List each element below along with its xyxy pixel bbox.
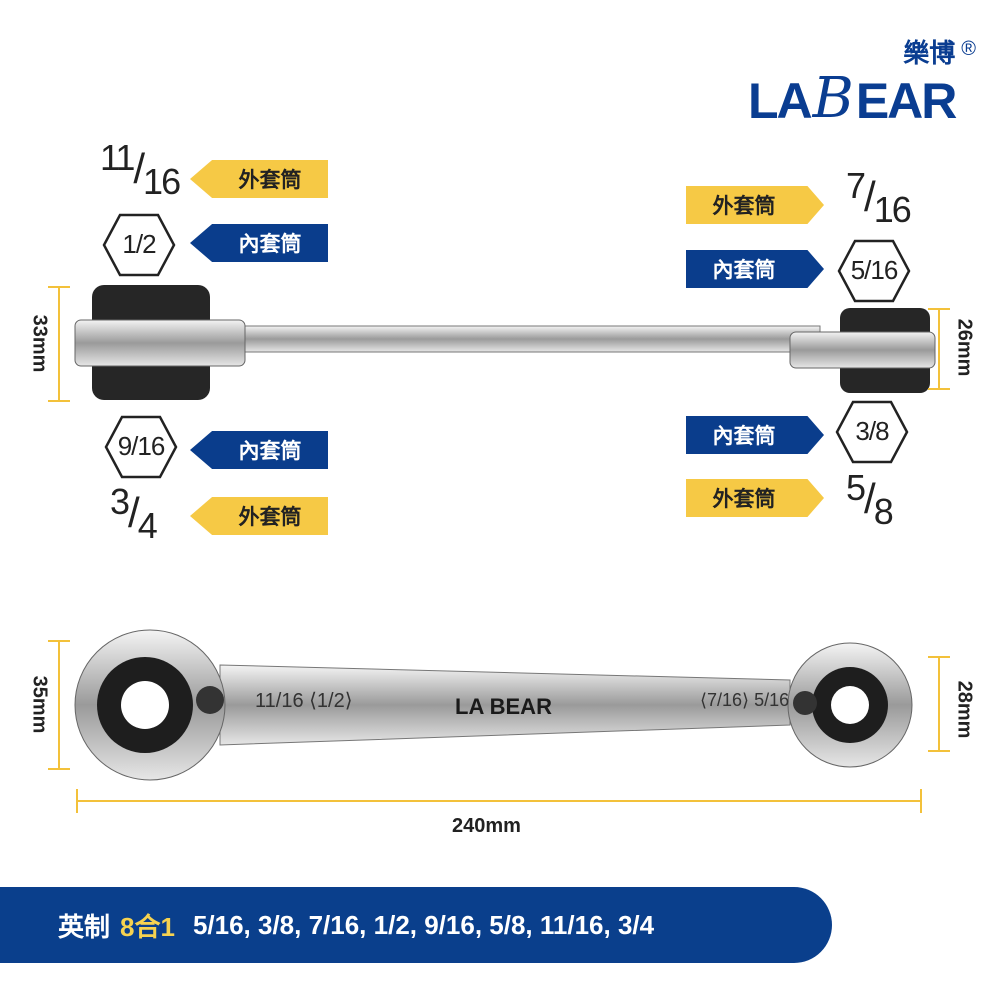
wrench-front-view [74, 629, 913, 781]
dimension-line [48, 286, 70, 402]
numerator: 5 [846, 467, 866, 508]
dim-26mm: 26mm [953, 318, 976, 377]
inner-socket-tag: 內套筒 [190, 224, 328, 262]
engraving-right: ⟨7/16⟩ 5/16 [700, 690, 790, 710]
denominator: 8 [875, 416, 890, 446]
dim-240mm: 240mm [452, 815, 521, 837]
denominator: 16 [137, 431, 165, 461]
engraving-brand: LA BEAR [455, 694, 552, 719]
size-3-4: 3/4 [110, 481, 158, 546]
denominator: 16 [873, 189, 912, 230]
denominator: 16 [143, 161, 181, 202]
size-7-16: 7/16 [846, 165, 912, 230]
denominator: 2 [142, 229, 157, 259]
hex-size-3-8: 3/8 [835, 400, 909, 464]
numerator: 11 [100, 137, 135, 178]
logo-ear: EAR [855, 73, 958, 129]
banner-prefix: 英制 [58, 911, 111, 942]
inner-socket-tag: 內套筒 [190, 431, 328, 469]
outer-socket-tag: 外套筒 [190, 160, 328, 198]
labear-logo: 樂博 ® LA B EAR [748, 38, 976, 128]
numerator: 3 [855, 416, 870, 446]
dim-28mm: 28mm [953, 680, 976, 739]
denominator: 4 [137, 505, 158, 546]
size-banner: 英制 8合1 5/16, 3/8, 7/16, 1/2, 9/16, 5/8, … [0, 887, 832, 963]
numerator: 1 [122, 229, 137, 259]
dimension-line [928, 308, 950, 390]
size-5-8: 5/8 [846, 467, 894, 532]
banner-highlight: 8合1 [120, 911, 175, 942]
numerator: 3 [110, 481, 130, 522]
inner-socket-tag: 內套筒 [686, 250, 824, 288]
hex-size-5-16: 5/16 [837, 239, 911, 303]
numerator: 7 [846, 165, 866, 206]
hex-size-1-2: 1/2 [102, 213, 176, 277]
dimension-line [928, 656, 950, 752]
numerator: 5 [850, 255, 866, 285]
registered-mark: ® [961, 38, 976, 60]
length-line [76, 800, 922, 802]
outer-socket-tag: 外套筒 [686, 186, 824, 224]
inner-socket-tag: 內套筒 [686, 416, 824, 454]
logo-b: B [812, 66, 854, 131]
wrench-side-view [74, 285, 936, 400]
denominator: 8 [873, 491, 894, 532]
banner-sizes: 5/16, 3/8, 7/16, 1/2, 9/16, 5/8, 11/16, … [192, 909, 655, 940]
dim-35mm: 35mm [28, 675, 51, 734]
hex-size-9-16: 9/16 [104, 415, 178, 479]
length-tick [920, 789, 922, 813]
length-tick [76, 789, 78, 813]
engraving-left: 11/16 ⟨1/2⟩ [255, 690, 353, 712]
numerator: 9 [117, 431, 133, 461]
size-11-16: 11/16 [100, 137, 181, 202]
outer-socket-tag: 外套筒 [190, 497, 328, 535]
logo-chinese: 樂博 [903, 38, 956, 68]
logo-la: LA [748, 73, 813, 129]
dim-33mm: 33mm [28, 314, 51, 373]
dimension-line [48, 640, 70, 770]
outer-socket-tag: 外套筒 [686, 479, 824, 517]
denominator: 16 [870, 255, 898, 285]
